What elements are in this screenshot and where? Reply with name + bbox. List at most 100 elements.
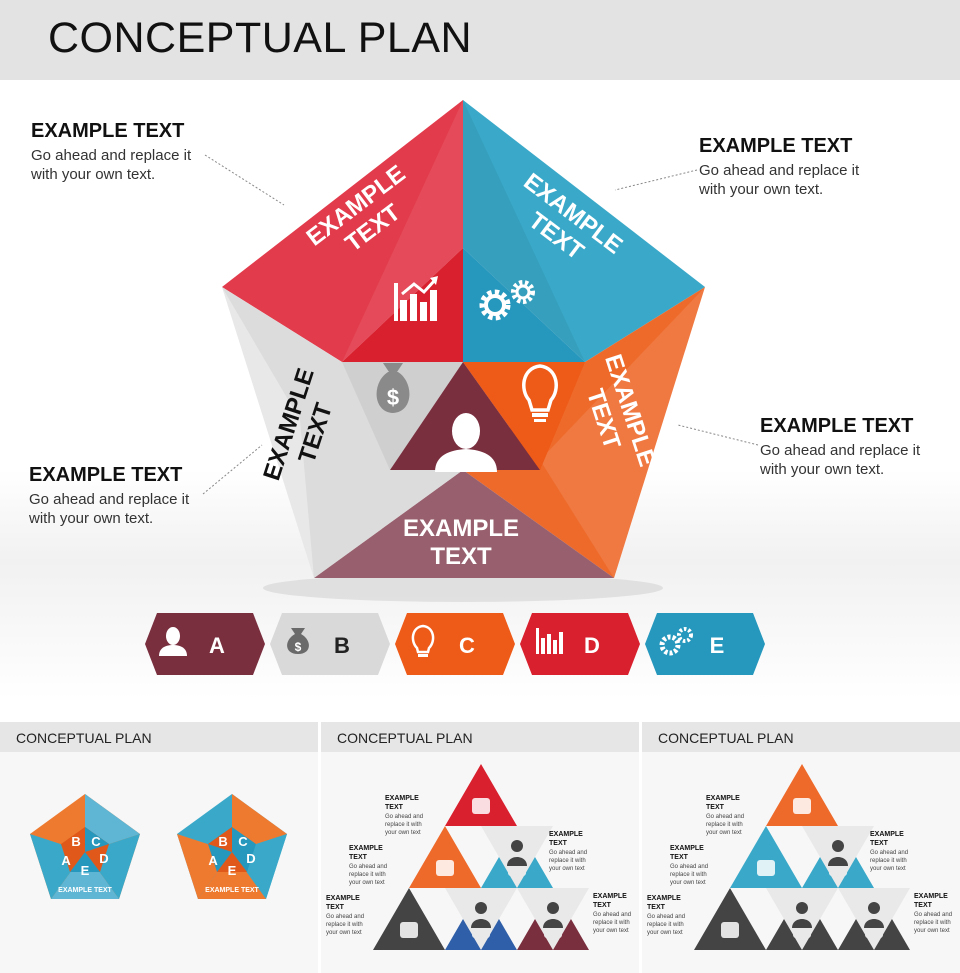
callout-title: TEXT	[870, 840, 889, 847]
legend-item-e[interactable]: E	[645, 613, 765, 675]
svg-text:$: $	[387, 385, 399, 410]
leader-line	[677, 424, 759, 446]
callout-body: replace it with	[870, 858, 907, 864]
thumb-letter: C	[91, 834, 101, 849]
callout-title: EXAMPLE	[326, 895, 360, 902]
lightbulb-icon	[411, 624, 435, 657]
gears-icon	[659, 627, 693, 656]
thumbnail-pyramid: EXAMPLE TEXT Go ahead and replace it with yo…	[326, 764, 631, 950]
callout-body: replace it with	[647, 922, 684, 928]
callout-body: Go ahead and	[870, 850, 908, 856]
callout-title: TEXT	[914, 902, 933, 909]
segment-gray-inner	[342, 362, 463, 470]
callout-title: EXAMPLE	[914, 893, 948, 900]
legend-item-a[interactable]: A	[145, 613, 265, 675]
person-icon	[435, 413, 497, 472]
callout-title: EXAMPLE	[706, 795, 740, 802]
callout-title: TEXT	[647, 904, 666, 911]
callout-title: TEXT	[706, 804, 725, 811]
leader-line	[202, 444, 263, 495]
segment-label-maroon-2: TEXT	[430, 543, 492, 570]
pyramid-triangle	[445, 764, 517, 826]
callout-body: Go ahead and	[549, 850, 587, 856]
thumb-letter: B	[218, 834, 227, 849]
legend-item-d[interactable]: D	[520, 613, 640, 675]
callout-body: replace it with	[706, 822, 743, 828]
legend-letter: D	[584, 633, 600, 658]
segment-red-outer	[222, 100, 463, 362]
callout-body: Go ahead and	[349, 864, 387, 870]
callout-body: Go ahead and	[706, 814, 744, 820]
lightbulb-icon	[522, 364, 558, 422]
legend-letter: B	[334, 633, 350, 658]
leader-line	[204, 154, 285, 206]
callout-title: TEXT	[326, 904, 345, 911]
thumb-letter: E	[81, 863, 90, 878]
legend-item-b[interactable]: $B	[270, 613, 390, 675]
callout-title: EXAMPLE TEXT	[31, 120, 185, 142]
segment-blue-inner	[463, 248, 585, 362]
thumb-letter: A	[208, 853, 218, 868]
pyramid-triangle	[730, 826, 802, 888]
bar-chart-icon	[536, 628, 563, 654]
thumb-letter: D	[99, 851, 108, 866]
callout-body: Go ahead and replace it with your own te…	[699, 162, 860, 198]
callout-body: your own text	[549, 866, 585, 872]
callout-body: your own text	[647, 930, 683, 936]
callout-title: EXAMPLE	[349, 845, 383, 852]
thumb-seg-label: EXAMPLE TEXT	[205, 887, 259, 894]
callout-title: EXAMPLE	[647, 895, 681, 902]
thumbnail-header: CONCEPTUAL PLAN	[0, 722, 318, 752]
thumbnail-title: CONCEPTUAL PLAN	[16, 730, 152, 746]
callout-body: Go ahead and replace it with your own te…	[760, 442, 921, 478]
callout-body: Go ahead and	[326, 914, 364, 920]
leader-line	[614, 169, 698, 191]
callout-body: Go ahead and replace it with your own te…	[29, 491, 190, 527]
callout-body: Go ahead and	[647, 914, 685, 920]
pentagon-diagram: EXAMPLE TEXT EXAMPLE TEXT EXAMPLE TEXT E…	[145, 100, 765, 675]
thumb-seg-label: EXAMPLE TEXT	[58, 887, 112, 894]
callout-top-right: EXAMPLE TEXT Go ahead and replace it wit…	[699, 135, 874, 199]
segment-orange-outer	[463, 287, 705, 578]
callout-title: TEXT	[349, 854, 368, 861]
callout-body: your own text	[914, 928, 950, 934]
gears-icon	[479, 280, 535, 321]
callout-body: replace it with	[549, 858, 586, 864]
callout-body: your own text	[385, 830, 421, 836]
segment-gray-outer	[222, 287, 463, 578]
segment-maroon-outer	[314, 470, 614, 578]
callout-body: your own text	[670, 880, 706, 886]
callout-body: replace it with	[349, 872, 386, 878]
legend-letter: A	[209, 633, 225, 658]
thumb-letter: D	[246, 851, 255, 866]
money-bag-icon: $	[376, 363, 410, 413]
legend-letter: E	[710, 633, 725, 658]
person-icon	[159, 627, 187, 656]
thumbnail-pyramid: EXAMPLE TEXT Go ahead and replace it with yo…	[647, 764, 952, 950]
callout-body: Go ahead and	[593, 912, 631, 918]
thumbnail-header: CONCEPTUAL PLAN	[642, 722, 960, 752]
callout-body: replace it with	[326, 922, 363, 928]
segment-label-maroon: EXAMPLE	[403, 515, 519, 542]
callout-body: replace it with	[385, 822, 422, 828]
callout-body: your own text	[870, 866, 906, 872]
pyramid-triangle	[766, 764, 838, 826]
thumb-letter: A	[61, 853, 71, 868]
callout-body: replace it with	[593, 920, 630, 926]
callout-title: TEXT	[385, 804, 404, 811]
callout-body: replace it with	[670, 872, 707, 878]
thumbnail-slide-2[interactable]: CONCEPTUAL PLAN EXAMPLE TEXT Go ahead and r…	[321, 722, 639, 973]
thumbnail-title: CONCEPTUAL PLAN	[337, 730, 473, 746]
thumbnail-slide-3[interactable]: CONCEPTUAL PLAN EXAMPLE TEXT Go ahead and r…	[642, 722, 960, 973]
callout-body: your own text	[326, 930, 362, 936]
callout-top-left: EXAMPLE TEXT Go ahead and replace it wit…	[31, 120, 206, 184]
legend-letter: C	[459, 633, 475, 658]
thumb-letter: B	[71, 834, 80, 849]
callout-mid-right: EXAMPLE TEXT Go ahead and replace it wit…	[760, 415, 935, 479]
thumb-letter: C	[238, 834, 248, 849]
page-title: CONCEPTUAL PLAN	[48, 14, 473, 62]
callout-title: EXAMPLE	[385, 795, 419, 802]
thumbnail-slide-1[interactable]: CONCEPTUAL PLAN B C A E D EXAMPLE TEXT	[0, 722, 318, 973]
legend-item-c[interactable]: C	[395, 613, 515, 675]
callout-title: EXAMPLE TEXT	[29, 464, 183, 486]
